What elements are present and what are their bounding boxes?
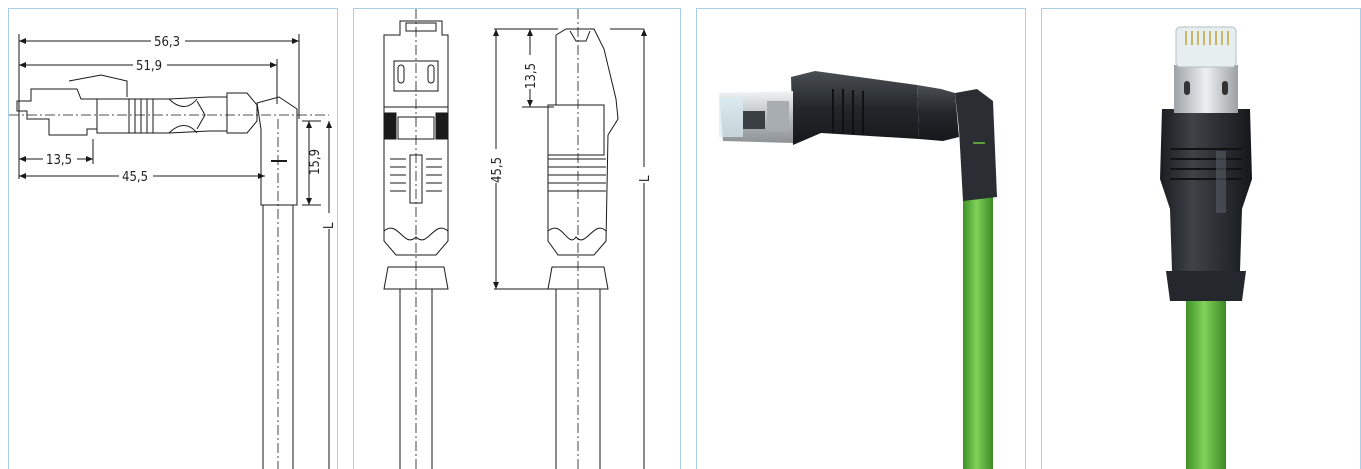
dim-height: 15,9 xyxy=(308,149,323,175)
photo-panel-straight-connector xyxy=(1041,8,1361,469)
angled-connector-photo xyxy=(719,71,997,469)
drawing-panel-front-view: 13,5 45,5 L xyxy=(353,8,681,469)
front-view-drawing: 13,5 45,5 L xyxy=(383,9,653,469)
dim-cable-length: L xyxy=(322,222,337,229)
dim-cable-length: L xyxy=(638,175,653,182)
dim-body-height: 45,5 xyxy=(490,157,505,183)
dim-housing-length: 51,9 xyxy=(136,59,162,74)
dim-overall-length: 56,3 xyxy=(154,35,180,50)
photo-panel-angled-connector xyxy=(696,8,1026,469)
dim-latch-length: 13,5 xyxy=(46,153,72,168)
straight-connector-photo xyxy=(1160,26,1252,469)
dim-latch-height: 13,5 xyxy=(524,63,539,89)
side-view-drawing: 56,3 51,9 13,5 45,5 15,9 L xyxy=(9,33,337,469)
dim-body-length: 45,5 xyxy=(122,170,148,185)
ridged-grip-icon xyxy=(1216,151,1226,213)
drawing-panel-side-view: 56,3 51,9 13,5 45,5 15,9 L xyxy=(8,8,338,469)
